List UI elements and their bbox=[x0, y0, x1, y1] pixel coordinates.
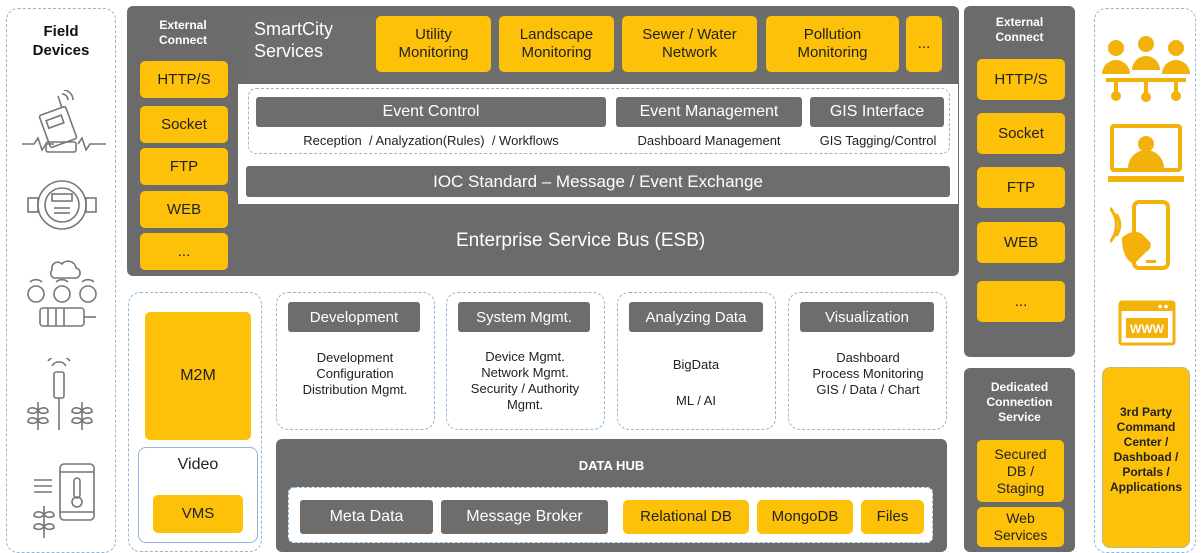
module-development bbox=[276, 292, 435, 430]
event-management-desc: Dashboard Management bbox=[637, 133, 781, 148]
module-system-mgmt bbox=[446, 292, 605, 430]
vms-box[interactable]: VMS bbox=[153, 495, 243, 533]
module-visualization bbox=[788, 292, 947, 430]
module-analyzing-data-desc2: ML / AI bbox=[676, 393, 716, 408]
left-ext-http-button[interactable]: HTTP/S bbox=[140, 61, 228, 98]
service-sewer-water-network[interactable]: Sewer / Water Network bbox=[622, 16, 757, 72]
dedicated-connection-title: Dedicated Connection Service bbox=[986, 380, 1053, 424]
left-ext-more-button[interactable]: ... bbox=[140, 233, 228, 270]
third-party-label-box bbox=[1102, 367, 1190, 548]
right-external-connect-title: External Connect bbox=[995, 15, 1044, 44]
users-network-icon bbox=[1100, 34, 1192, 102]
data-hub-title: DATA HUB bbox=[578, 458, 645, 473]
event-control-header: Event Control bbox=[256, 97, 606, 127]
module-system-mgmt-header: System Mgmt. bbox=[458, 302, 590, 332]
field-devices-title: Field Devices bbox=[32, 23, 90, 59]
left-ext-web-button[interactable]: WEB bbox=[140, 191, 228, 228]
module-development-desc: Development Configuration Distribution M… bbox=[302, 350, 408, 397]
module-analyzing-data-header: Analyzing Data bbox=[629, 302, 763, 332]
module-analyzing-data bbox=[617, 292, 776, 430]
web-services-box[interactable]: Web Services bbox=[977, 507, 1064, 547]
ioc-standard-bar: IOC Standard – Message / Event Exchange bbox=[246, 166, 950, 197]
gis-interface-header: GIS Interface bbox=[810, 97, 944, 127]
right-ext-http-button[interactable]: HTTP/S bbox=[977, 59, 1065, 100]
smart-thermometer-icon bbox=[28, 458, 100, 540]
ioc-dashed-frame bbox=[248, 88, 950, 154]
service-pollution-monitoring[interactable]: Pollution Monitoring bbox=[766, 16, 899, 72]
module-development-header: Development bbox=[288, 302, 420, 332]
gis-interface-desc: GIS Tagging/Control bbox=[819, 133, 937, 148]
water-meter-icon bbox=[26, 176, 98, 232]
relational-db-box[interactable]: Relational DB bbox=[623, 500, 749, 534]
right-ext-socket-button[interactable]: Socket bbox=[977, 113, 1065, 154]
event-control-desc: Reception / Analyzation(Rules) / Workflo… bbox=[303, 133, 559, 148]
video-title: Video bbox=[177, 456, 219, 473]
svg-text:WWW: WWW bbox=[1130, 322, 1165, 336]
module-visualization-header: Visualization bbox=[800, 302, 934, 332]
mongodb-box[interactable]: MongoDB bbox=[757, 500, 853, 534]
service-more-button[interactable]: ... bbox=[906, 16, 942, 72]
message-broker-box[interactable]: Message Broker bbox=[441, 500, 608, 534]
m2m-box[interactable]: M2M bbox=[145, 312, 251, 440]
right-ext-ftp-button[interactable]: FTP bbox=[977, 167, 1065, 208]
left-ext-ftp-button[interactable]: FTP bbox=[140, 148, 228, 185]
esb-label: Enterprise Service Bus (ESB) bbox=[456, 230, 706, 251]
soil-sensor-icon bbox=[24, 358, 100, 434]
service-utility-monitoring[interactable]: Utility Monitoring bbox=[376, 16, 491, 72]
right-ext-web-button[interactable]: WEB bbox=[977, 222, 1065, 263]
monitor-user-icon bbox=[1108, 122, 1184, 190]
smartphone-touch-icon bbox=[1110, 200, 1180, 272]
third-party-label: 3rd Party Command Center / Dashboad / Po… bbox=[1109, 405, 1182, 494]
www-browser-icon: WWW bbox=[1118, 300, 1176, 346]
left-external-connect-title: External Connect bbox=[159, 18, 207, 47]
secured-db-staging-box[interactable]: Secured DB / Staging bbox=[977, 440, 1064, 502]
iot-motor-icon bbox=[22, 252, 102, 332]
service-landscape-monitoring[interactable]: Landscape Monitoring bbox=[499, 16, 614, 72]
right-ext-more-button[interactable]: ... bbox=[977, 281, 1065, 322]
smartcity-title: SmartCity Services bbox=[254, 19, 334, 61]
module-system-mgmt-desc: Device Mgmt. Network Mgmt. Security / Au… bbox=[470, 349, 580, 412]
meta-data-box[interactable]: Meta Data bbox=[300, 500, 433, 534]
files-box[interactable]: Files bbox=[861, 500, 924, 534]
module-visualization-desc: Dashboard Process Monitoring GIS / Data … bbox=[812, 350, 924, 397]
left-ext-socket-button[interactable]: Socket bbox=[140, 106, 228, 143]
gateway-sensor-icon bbox=[18, 90, 110, 158]
event-management-header: Event Management bbox=[616, 97, 802, 127]
module-analyzing-data-desc1: BigData bbox=[672, 357, 720, 372]
